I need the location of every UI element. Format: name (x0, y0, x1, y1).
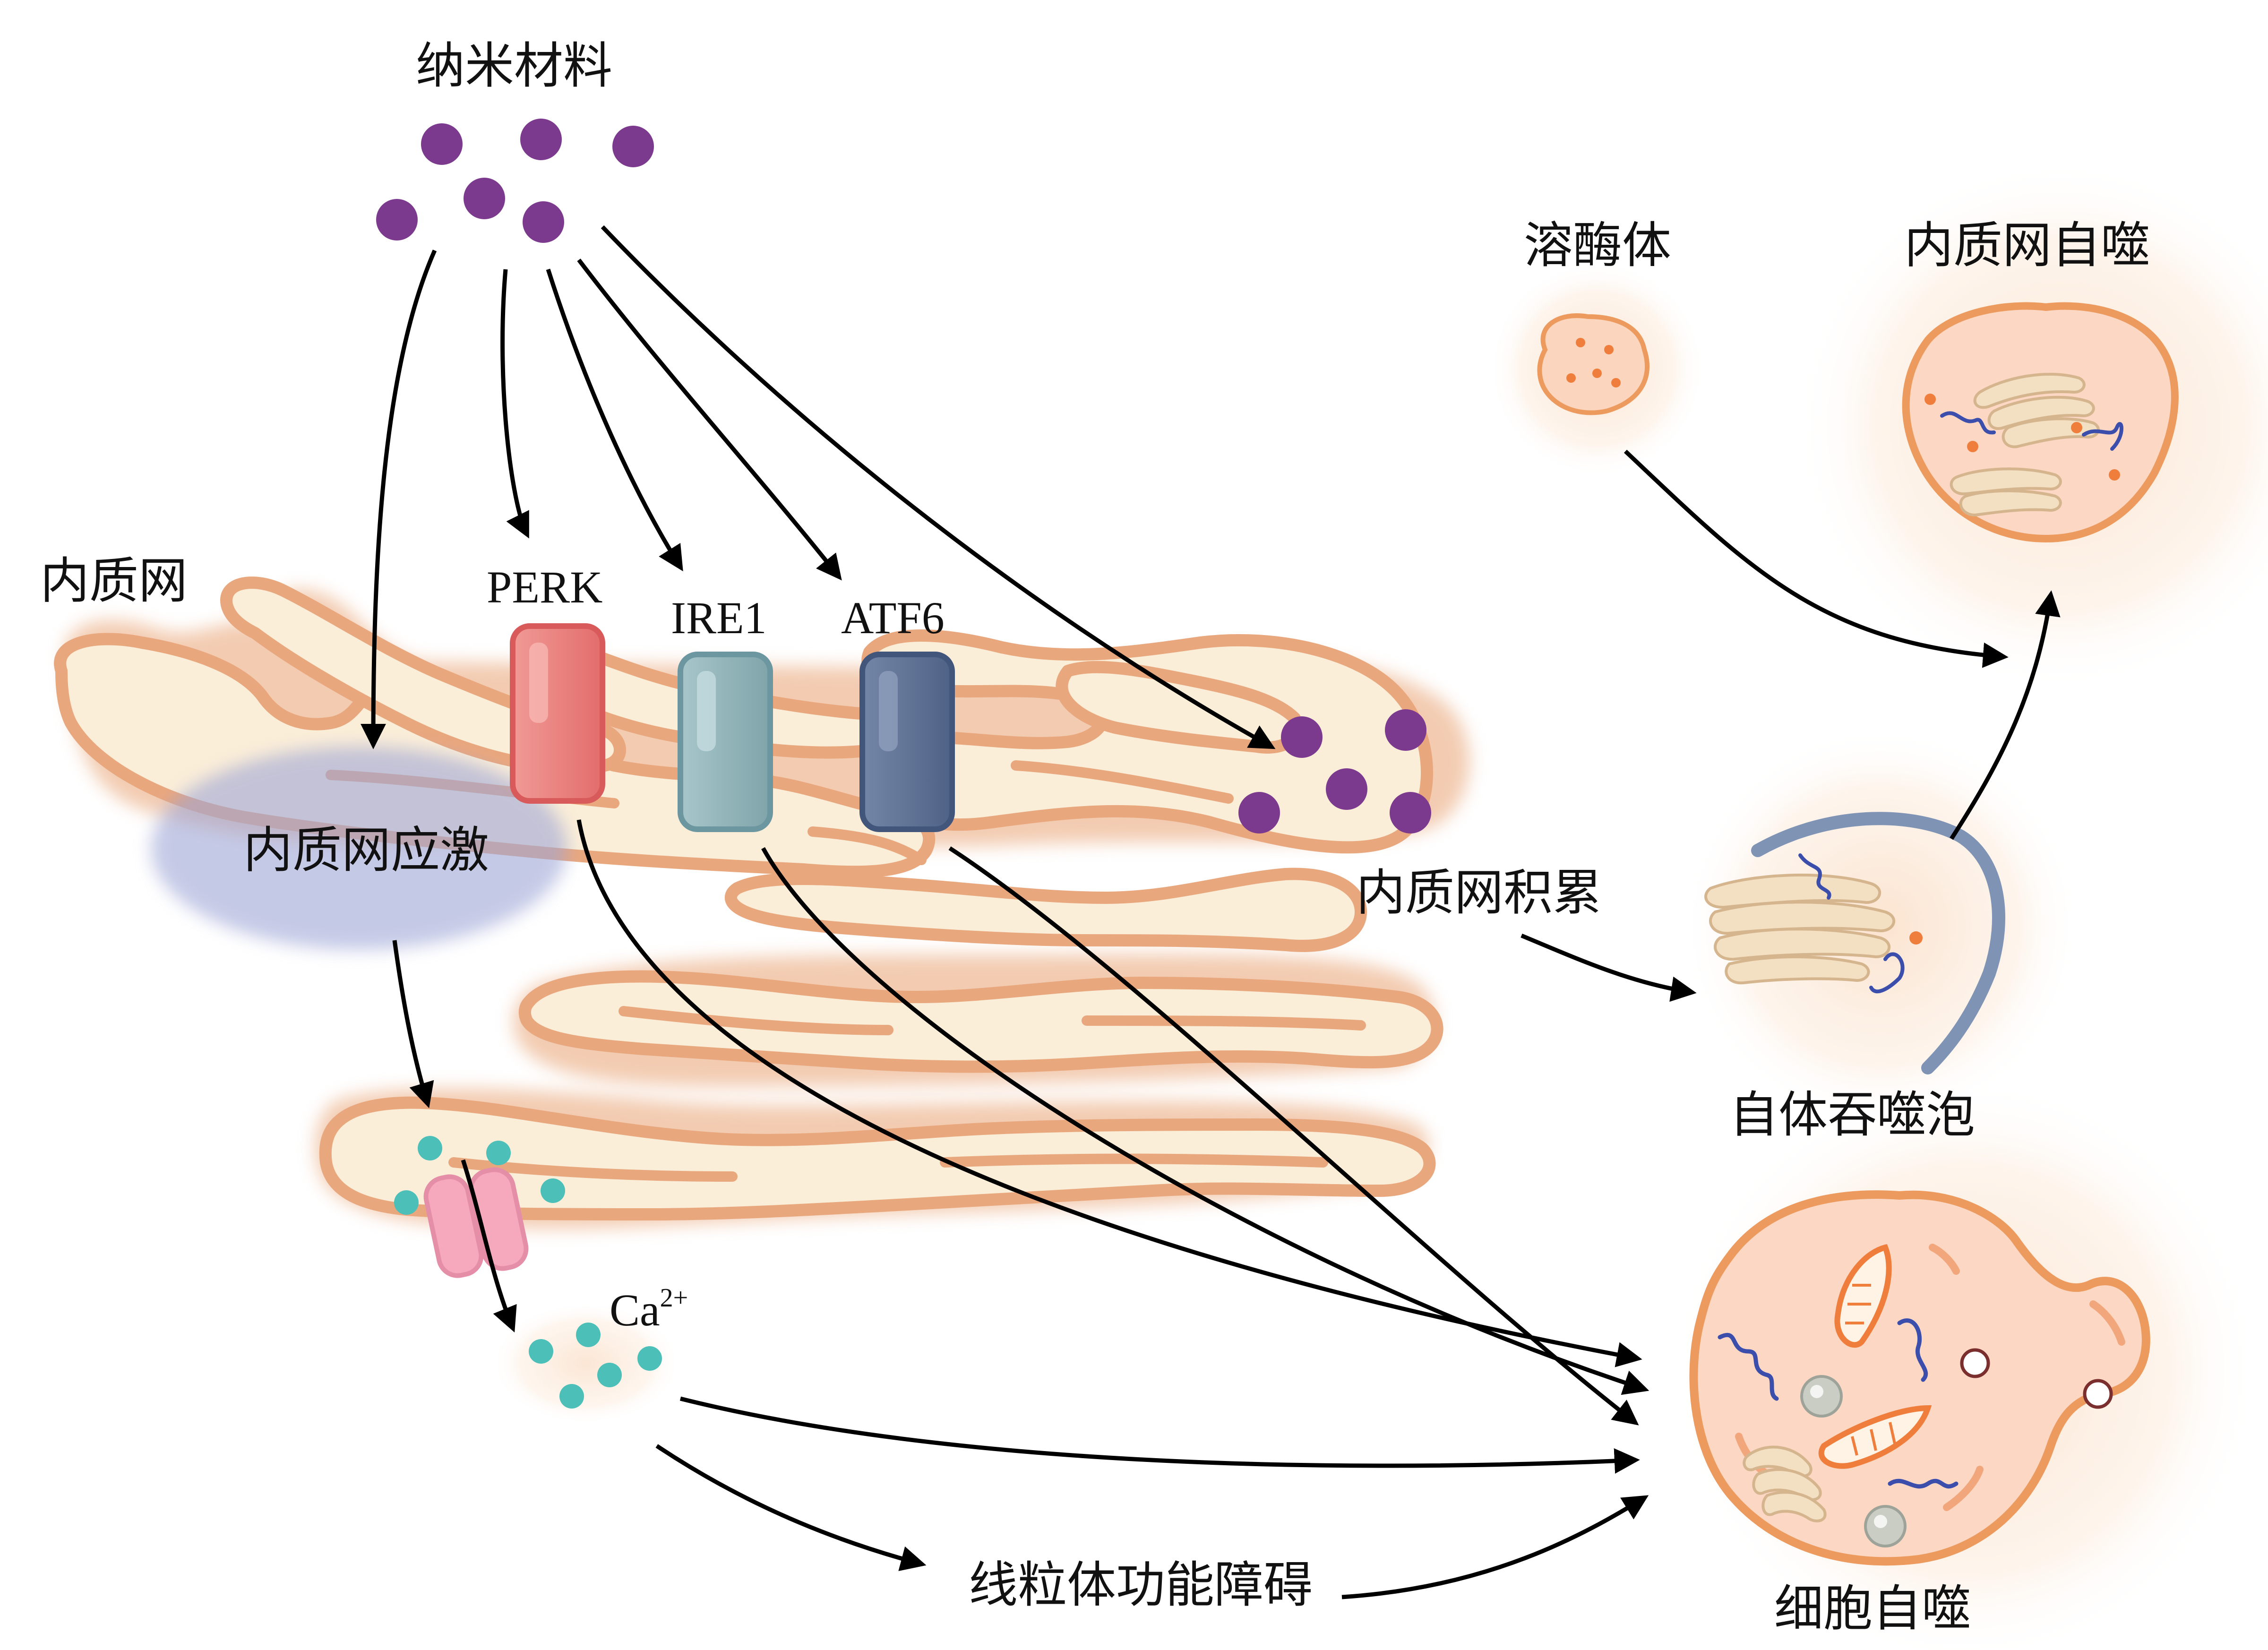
lysosome (1488, 260, 1706, 477)
er-autophagy-cell (1796, 161, 2268, 690)
label-er: 内质网 (40, 552, 188, 610)
vesicle (1960, 1348, 1990, 1378)
label-er-stress: 内质网应激 (243, 821, 489, 879)
arrow-er-accumulation-to-autophagosome (1521, 933, 1697, 1002)
arrow-autophagosome-to-er-phagy (1950, 590, 2061, 840)
ire1-sensor (678, 652, 773, 832)
mitochondrion (1818, 1405, 1932, 1469)
label-er-autophagy: 内质网自噬 (1904, 216, 2150, 274)
vesicle (1800, 1375, 1843, 1418)
vesicle (1864, 1505, 1907, 1547)
arrow-nano-to-atf6 (577, 258, 842, 581)
label-mito-dysfunction: 线粒体功能障碍 (969, 1556, 1313, 1614)
arrow-calcium-to-cell (679, 1396, 1640, 1474)
arrow-nano-to-stress (361, 249, 437, 749)
label-atf6: ATF6 (841, 593, 945, 643)
calcium-ions-er (394, 1136, 565, 1215)
arrow-nano-to-ire1 (546, 268, 683, 572)
label-lysosome: 溶酶体 (1524, 216, 1671, 274)
calcium-ions-released (491, 1302, 680, 1425)
mitochondrion (1834, 1244, 1892, 1348)
nanoparticle-cluster (376, 119, 654, 243)
calcium-channel (423, 1167, 529, 1278)
autophagic-cell (1673, 1077, 2259, 1650)
atf6-sensor (859, 652, 955, 832)
label-er-accumulation: 内质网积累 (1356, 864, 1602, 921)
label-perk: PERK (487, 562, 602, 612)
er-stress-zone (151, 747, 567, 950)
label-nanomaterial: 纳米材料 (416, 37, 612, 95)
arrow-channel-to-calcium (461, 1159, 517, 1332)
arrow-stress-to-channel (392, 940, 434, 1109)
label-autophagosome: 自体吞噬泡 (1729, 1086, 1975, 1143)
arrow-calcium-to-mito (655, 1444, 927, 1571)
pathway-arrows (361, 225, 2061, 1599)
arrow-atf6-to-cell (948, 846, 1639, 1426)
label-calcium: Ca2+ (610, 1283, 688, 1335)
arrow-lysosome-to-er-phagy (1624, 449, 2009, 668)
vesicle (2083, 1379, 2113, 1409)
arrow-nano-to-perk (500, 269, 529, 539)
label-ire1: IRE1 (671, 593, 767, 643)
label-cell-autophagy: 细胞自噬 (1774, 1580, 1971, 1637)
arrow-nano-to-er-accumulation (601, 225, 1276, 749)
arrow-ire1-to-cell (761, 847, 1649, 1395)
er-accumulated-nanoparticles (1238, 709, 1431, 834)
arrow-mito-to-cell (1341, 1495, 1649, 1599)
autophagosome (1682, 728, 2079, 1125)
perk-sensor (510, 623, 605, 804)
arrow-perk-to-cell (576, 819, 1642, 1367)
